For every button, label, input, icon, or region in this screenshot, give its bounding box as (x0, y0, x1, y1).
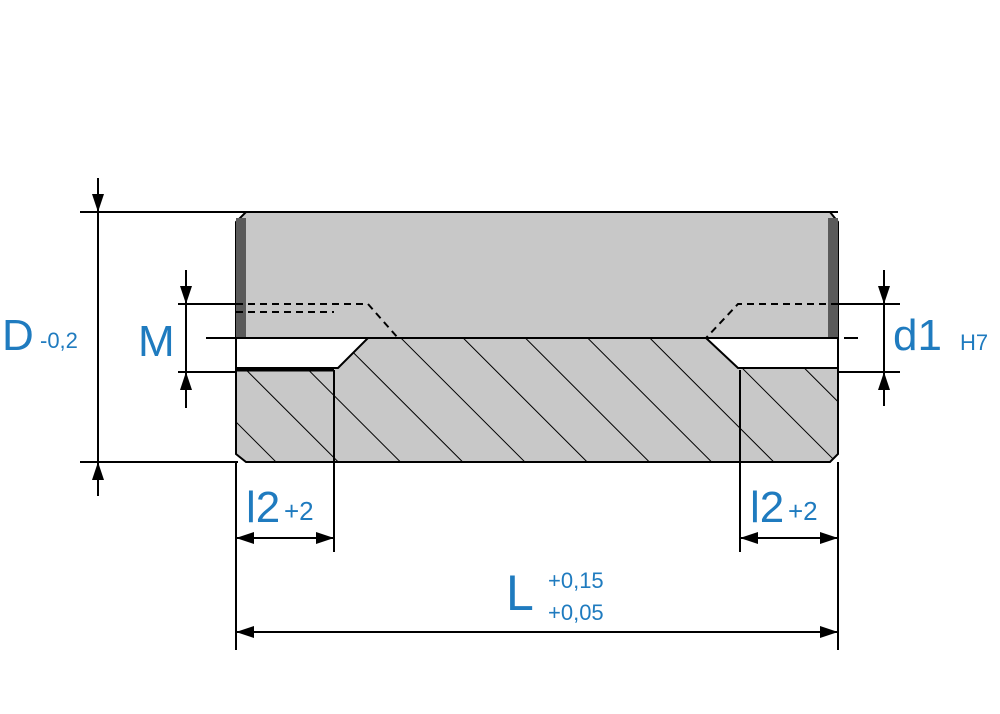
label-d1-tolerance: H7 (960, 330, 988, 355)
dim-M-arrow-top (180, 286, 192, 304)
dim-l2-right-arrow-l (740, 532, 758, 544)
hidden-lines (236, 303, 838, 339)
dim-d1-arrow-top (878, 286, 890, 304)
label-d1: d1 (893, 311, 942, 360)
label-L: L (506, 565, 534, 621)
dim-M-arrow-bottom (180, 372, 192, 390)
label-M: M (138, 317, 175, 366)
dim-D-arrow-top (92, 194, 104, 212)
part-upper-half (235, 211, 839, 339)
dim-l2-left-arrow-r (316, 532, 334, 544)
label-l2-left-tolerance: +2 (284, 496, 314, 526)
label-D: D (2, 311, 34, 360)
label-l2-left: l2 (246, 483, 280, 532)
dim-D-arrow-bottom (92, 462, 104, 480)
chamfer-right-upper (828, 218, 838, 338)
dim-L-arrow-l (236, 626, 254, 638)
dim-d1-arrow-bottom (878, 372, 890, 390)
dim-L-arrow-r (820, 626, 838, 638)
label-l2-right: l2 (750, 483, 784, 532)
label-l2-right-tolerance: +2 (788, 496, 818, 526)
chamfer-left-upper (236, 218, 246, 338)
hatch-section (236, 338, 838, 462)
label-D-tolerance: -0,2 (40, 328, 78, 353)
dim-l2-left-arrow-l (236, 532, 254, 544)
label-L-tolerance-lower: +0,05 (548, 600, 604, 625)
dim-l2-right-arrow-r (820, 532, 838, 544)
label-L-tolerance-upper: +0,15 (548, 568, 604, 593)
dimension-D (80, 178, 238, 496)
